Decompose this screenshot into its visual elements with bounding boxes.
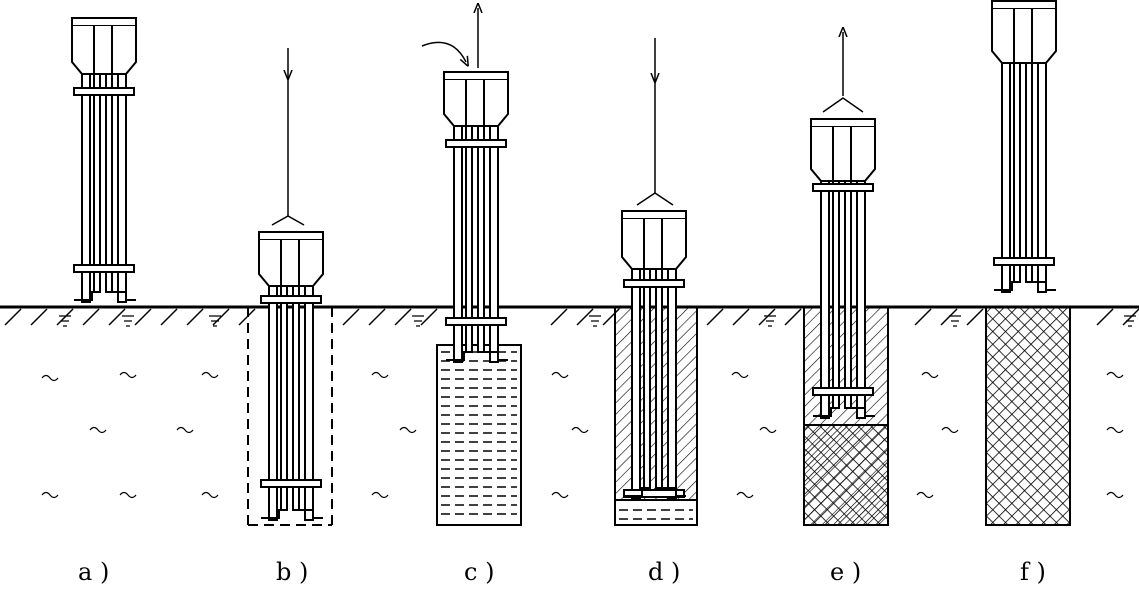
- label-f: f ): [1020, 558, 1046, 586]
- hole-b-outline: [247, 307, 333, 526]
- hole-e-hatched: [803, 306, 889, 526]
- rig-a: [71, 17, 137, 303]
- rig-f: [991, 0, 1057, 293]
- label-a: a ): [78, 558, 110, 586]
- label-c: c ): [464, 558, 495, 586]
- drilling-rigs: [71, 0, 1057, 521]
- ground-hatching: [4, 308, 1139, 326]
- hole-c-water: [436, 344, 522, 526]
- rig-d: [621, 210, 687, 499]
- label-d: d ): [648, 558, 681, 586]
- motion-arrows: [271, 8, 864, 226]
- rig-b: [258, 231, 324, 521]
- hole-f-cross-hatched: [985, 306, 1071, 526]
- label-e: e ): [830, 558, 862, 586]
- label-b: b ): [276, 558, 309, 586]
- soil-marks: [41, 315, 1136, 499]
- rig-e: [810, 118, 876, 419]
- arrow-c-rotate: [421, 41, 466, 62]
- rig-c: [443, 71, 509, 363]
